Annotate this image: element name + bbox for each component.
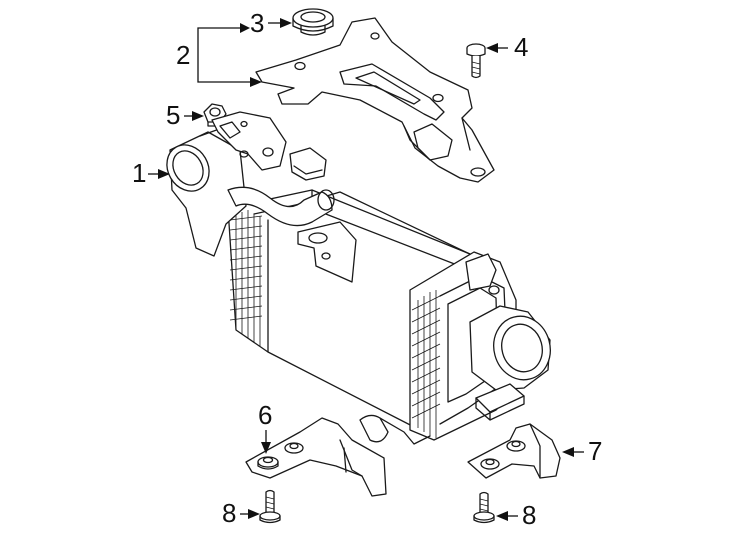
callout-5-arrowhead	[192, 111, 204, 121]
callout-5: 5	[166, 100, 180, 130]
callout-8-left-arrowhead	[248, 509, 260, 519]
callout-4-arrowhead	[486, 43, 498, 53]
callout-2-leader	[197, 27, 250, 83]
callout-6: 6	[258, 400, 272, 430]
callout-7-arrowhead	[562, 447, 574, 457]
callout-3: 3	[250, 8, 264, 38]
grommet	[292, 8, 334, 36]
callout-6-arrowhead	[261, 442, 271, 454]
intercooler	[166, 111, 551, 445]
callout-2-arrowhead-top	[240, 23, 250, 33]
bolt-bottom-left	[259, 489, 281, 524]
callout-8-left: 8	[222, 498, 236, 528]
callout-2-arrowhead-bottom	[250, 77, 262, 87]
callout-7: 7	[588, 436, 602, 466]
lower-bracket-right	[467, 423, 561, 479]
upper-bracket	[255, 17, 495, 183]
callout-8-right-arrowhead	[496, 511, 508, 521]
callout-8-right: 8	[522, 500, 536, 530]
callout-4: 4	[514, 32, 528, 62]
bolt-top	[466, 43, 486, 79]
callout-1: 1	[132, 158, 146, 188]
lower-bracket-left	[245, 417, 387, 497]
callout-2: 2	[176, 40, 190, 70]
callout-3-arrowhead	[280, 18, 292, 28]
bolt-bottom-right	[473, 491, 495, 524]
callout-1-arrowhead	[158, 169, 170, 179]
